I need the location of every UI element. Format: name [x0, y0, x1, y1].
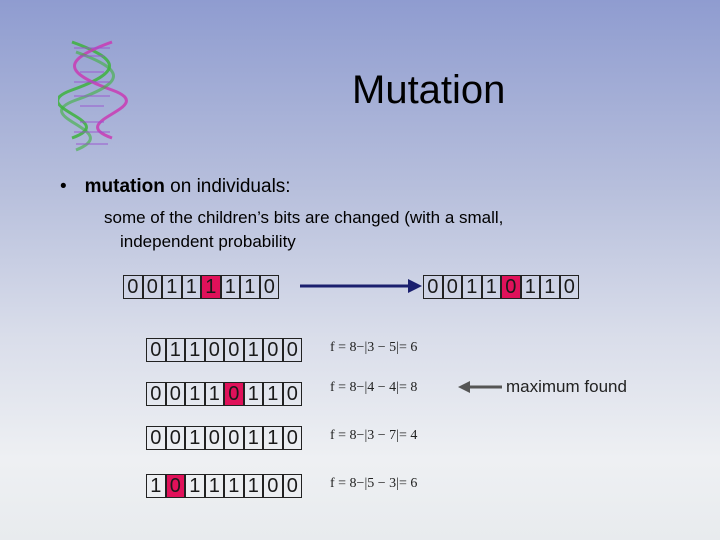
bit: 1 — [204, 474, 224, 498]
bit: 0 — [282, 474, 302, 498]
fitness-formula: f = 8−|4 − 4|= 8 — [330, 380, 418, 395]
bit: 0 — [224, 426, 244, 450]
bit: 1 — [185, 338, 205, 362]
bit: 1 — [481, 275, 501, 299]
bit: 1 — [243, 338, 263, 362]
bit: 0 — [146, 382, 166, 406]
slide-title: Mutation — [352, 68, 506, 112]
bit: 0 — [282, 338, 302, 362]
bit: 0 — [142, 275, 162, 299]
bullet-point: • mutation on individuals: — [60, 176, 291, 198]
bit: 0 — [559, 275, 579, 299]
mutated-bit: 0 — [165, 474, 185, 498]
bit: 1 — [185, 382, 205, 406]
bit: 1 — [220, 275, 240, 299]
bullet-text: on individuals: — [164, 176, 291, 197]
left-arrow-icon — [458, 381, 502, 393]
bit: 1 — [520, 275, 540, 299]
fitness-formula: f = 8−|3 − 7|= 4 — [330, 428, 418, 443]
bit: 0 — [165, 426, 185, 450]
bit: 1 — [263, 382, 283, 406]
bit: 0 — [204, 426, 224, 450]
mutated-bit: 0 — [501, 275, 521, 299]
bit: 0 — [423, 275, 443, 299]
bit: 1 — [243, 426, 263, 450]
bit: 1 — [162, 275, 182, 299]
bit: 1 — [165, 338, 185, 362]
mutated-bit: 0 — [224, 382, 244, 406]
maximum-found-note: maximum found — [506, 377, 627, 396]
bit: 1 — [462, 275, 482, 299]
dna-helix-icon — [58, 40, 128, 152]
bit: 0 — [263, 338, 283, 362]
bit: 1 — [243, 474, 263, 498]
sub-text-line-1: some of the children’s bits are changed … — [104, 208, 504, 227]
bit: 0 — [204, 338, 224, 362]
bullet-bold-term: mutation — [84, 176, 165, 197]
bit: 1 — [243, 382, 263, 406]
right-arrow-icon — [300, 279, 422, 293]
bit: 1 — [224, 474, 244, 498]
bit: 1 — [181, 275, 201, 299]
mutated-bit: 1 — [201, 275, 221, 299]
bit: 1 — [185, 426, 205, 450]
bit: 1 — [540, 275, 560, 299]
bit: 0 — [282, 382, 302, 406]
bit: 0 — [259, 275, 279, 299]
bit: 1 — [263, 426, 283, 450]
bit: 1 — [185, 474, 205, 498]
sub-text-line-2: independent probability — [120, 232, 296, 251]
bullet-marker: • — [60, 176, 67, 197]
bit: 0 — [146, 426, 166, 450]
fitness-formula: f = 8−|5 − 3|= 6 — [330, 476, 418, 491]
bit: 0 — [146, 338, 166, 362]
bit: 1 — [146, 474, 166, 498]
bit: 0 — [442, 275, 462, 299]
bit: 0 — [224, 338, 244, 362]
fitness-formula: f = 8−|3 − 5|= 6 — [330, 340, 418, 355]
bit: 0 — [263, 474, 283, 498]
bit: 0 — [282, 426, 302, 450]
bit: 0 — [165, 382, 185, 406]
bit: 0 — [123, 275, 143, 299]
bit: 1 — [204, 382, 224, 406]
bit: 1 — [240, 275, 260, 299]
